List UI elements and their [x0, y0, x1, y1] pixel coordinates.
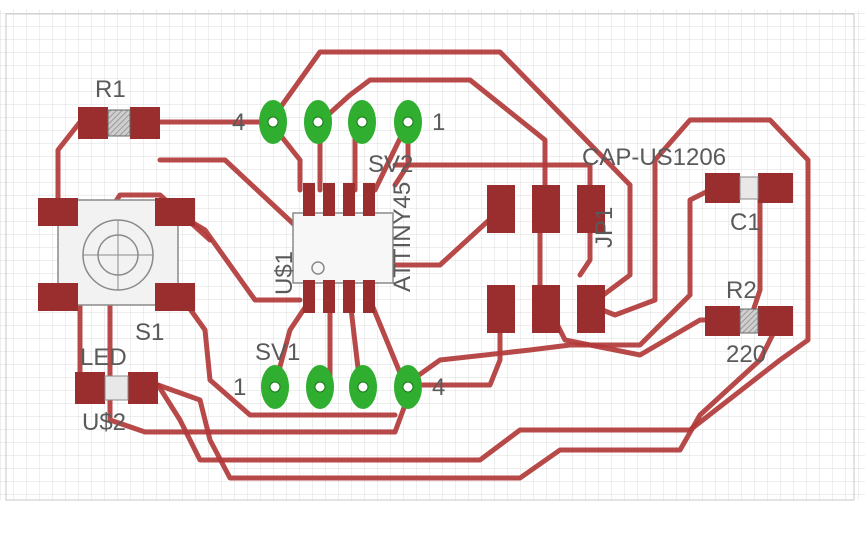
- label-sv1-pin1: 1: [233, 374, 246, 401]
- jumper-jp1[interactable]: [487, 185, 605, 333]
- chip-attiny45[interactable]: [292, 183, 394, 313]
- label-c1: C1: [730, 209, 761, 236]
- label-sv1: SV1: [255, 339, 300, 366]
- resistor-r2[interactable]: [705, 306, 793, 336]
- header-sv2[interactable]: [259, 100, 422, 144]
- label-sv2-pin4: 4: [232, 109, 245, 136]
- label-u2: U$2: [82, 409, 126, 436]
- label-attiny45: ATTINY45: [389, 182, 416, 292]
- header-sv1[interactable]: [261, 365, 422, 409]
- label-u1: U$1: [271, 251, 298, 295]
- label-led: LED: [80, 344, 127, 371]
- switch-s1[interactable]: [38, 198, 195, 311]
- label-r2-value: 220: [726, 341, 766, 368]
- label-r1: R1: [95, 76, 126, 103]
- label-s1: S1: [135, 319, 164, 346]
- label-sv1-pin4: 4: [432, 374, 445, 401]
- label-sv2-pin1: 1: [432, 109, 445, 136]
- label-cap-us1206: CAP-US1206: [582, 144, 726, 171]
- resistor-r1[interactable]: [78, 107, 160, 139]
- label-jp1: JP1: [591, 207, 618, 248]
- label-sv2: SV2: [368, 151, 413, 178]
- capacitor-c1[interactable]: [705, 173, 793, 203]
- label-r2: R2: [726, 277, 757, 304]
- board-outline: [5, 13, 855, 501]
- led-u2[interactable]: [75, 372, 158, 404]
